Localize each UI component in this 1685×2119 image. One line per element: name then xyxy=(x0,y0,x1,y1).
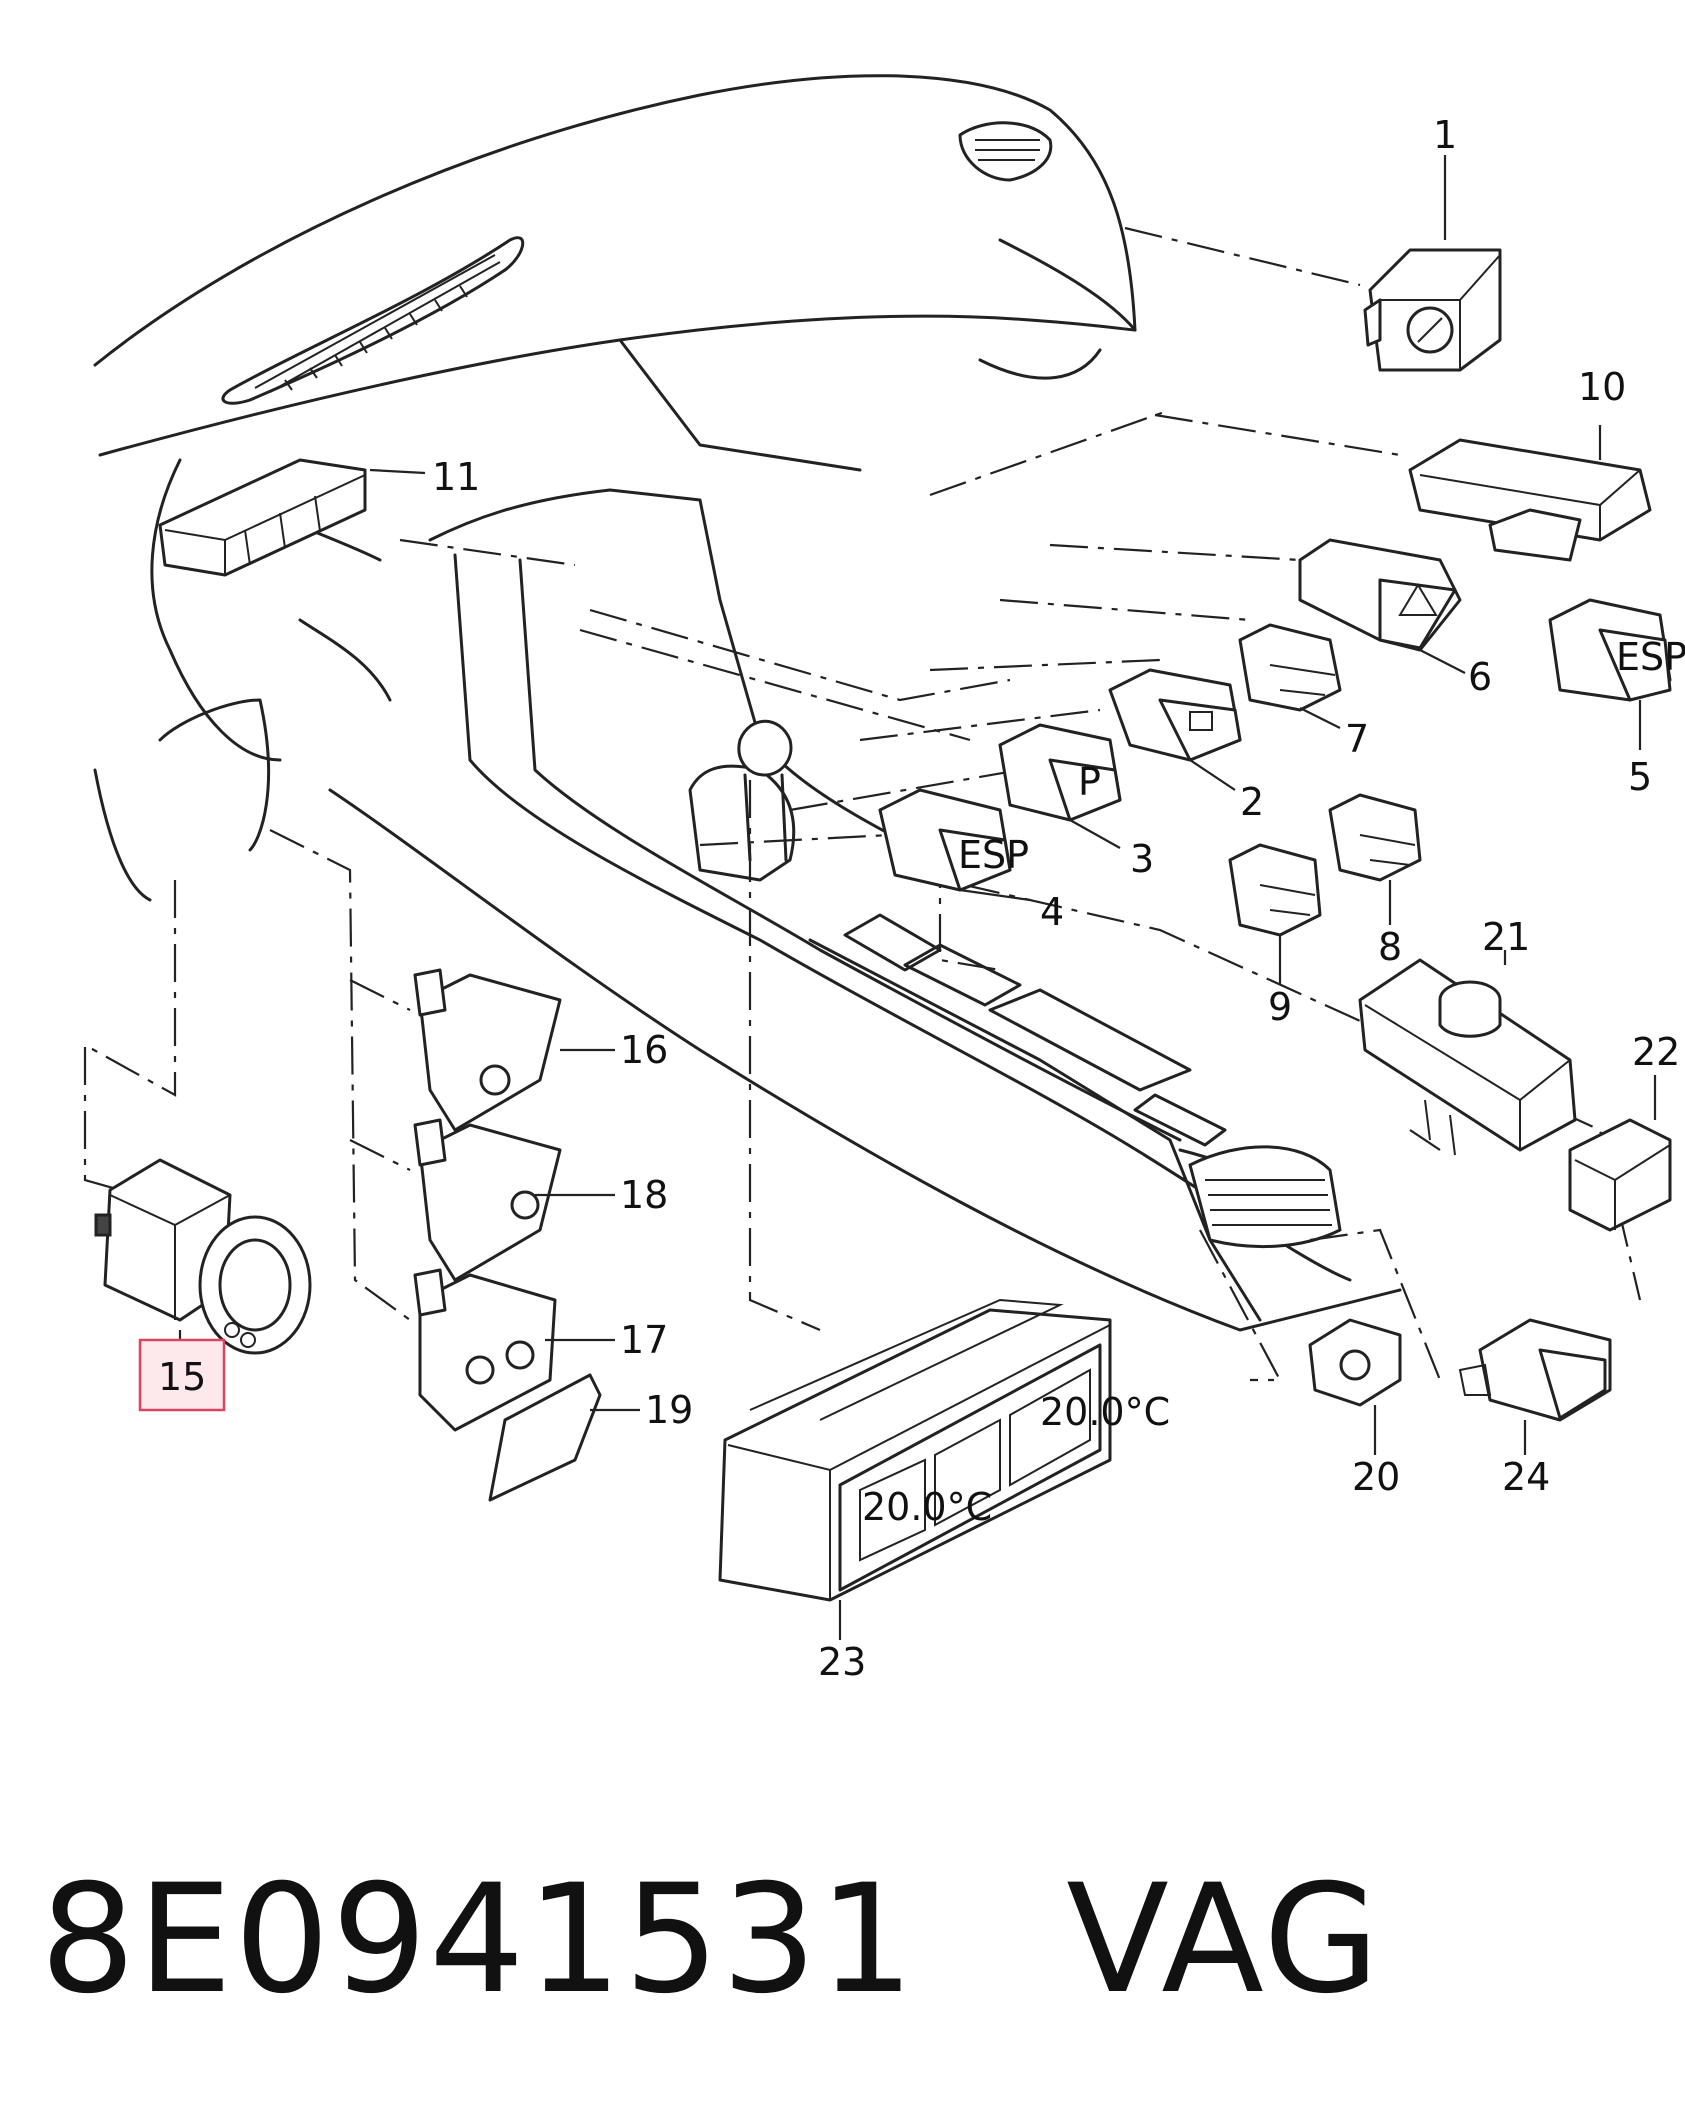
part-number: 8E0941531 xyxy=(40,1853,917,2027)
part-number-footer: 8E0941531 VAG xyxy=(40,1850,1640,2030)
callout-20: 20 xyxy=(1352,1455,1400,1499)
exploded-parts-diagram: ESP P ESP xyxy=(83,74,1685,1684)
callout-15-highlight xyxy=(138,1338,226,1412)
part-23-climate-control: 20.0°C 20.0°C xyxy=(718,1298,1170,1602)
part-15-ignition-housing xyxy=(94,1158,312,1355)
part-18-light-switch xyxy=(413,1118,562,1282)
callout-2: 2 xyxy=(1240,780,1264,824)
part-11-grille xyxy=(158,458,367,577)
temp-readout-left: 20.0°C xyxy=(862,1485,992,1529)
part-21-control-unit xyxy=(1358,958,1577,1156)
callout-pointers xyxy=(178,155,1657,1640)
part-20-switch xyxy=(1308,1318,1402,1407)
part-4-esp-switch: ESP xyxy=(878,788,1029,892)
callout-8: 8 xyxy=(1378,925,1402,969)
part-7-blank-switch xyxy=(1238,623,1342,712)
callout-23: 23 xyxy=(818,1640,866,1684)
callout-1: 1 xyxy=(1433,113,1457,157)
part-9-blank-switch xyxy=(1228,843,1322,937)
callout-10: 10 xyxy=(1578,365,1626,409)
part-16-light-switch xyxy=(413,968,562,1132)
callout-18: 18 xyxy=(620,1173,668,1217)
part-2-switch xyxy=(1108,668,1242,762)
part-17-light-switch xyxy=(413,1268,557,1432)
callout-11: 11 xyxy=(432,455,480,499)
callout-17: 17 xyxy=(620,1318,668,1362)
callout-4: 4 xyxy=(1040,890,1064,934)
part-19-cover xyxy=(488,1373,602,1502)
callout-7: 7 xyxy=(1345,717,1369,761)
temp-readout-right: 20.0°C xyxy=(1040,1390,1170,1434)
leader-lines xyxy=(83,226,1642,1382)
park-label: P xyxy=(1078,760,1101,804)
part-10-switch xyxy=(1408,438,1652,562)
callout-21: 21 xyxy=(1482,915,1530,959)
callout-6: 6 xyxy=(1468,655,1492,699)
callout-labels: 1 10 11 6 5 7 2 3 4 8 9 21 22 24 20 23 1… xyxy=(158,113,1680,1684)
part-24-switch xyxy=(1458,1318,1612,1422)
callout-24: 24 xyxy=(1502,1455,1550,1499)
callout-3: 3 xyxy=(1130,837,1154,881)
callout-9: 9 xyxy=(1268,985,1292,1029)
part-5-esp-switch: ESP xyxy=(1548,598,1685,702)
esp-label: ESP xyxy=(1616,635,1685,679)
callout-5: 5 xyxy=(1628,755,1652,799)
callout-19: 19 xyxy=(645,1388,693,1432)
part-22-switch xyxy=(1568,1118,1672,1232)
callout-15: 15 xyxy=(158,1355,206,1399)
brand-name: VAG xyxy=(1066,1853,1382,2027)
part-6-hazard-switch xyxy=(1298,538,1462,652)
part-1-airbag-switch xyxy=(1363,248,1502,372)
callout-16: 16 xyxy=(620,1028,668,1072)
callout-22: 22 xyxy=(1632,1030,1680,1074)
part-8-blank-switch xyxy=(1328,793,1422,882)
part-3-park-switch: P xyxy=(998,723,1122,822)
esp-label-2: ESP xyxy=(958,833,1029,877)
